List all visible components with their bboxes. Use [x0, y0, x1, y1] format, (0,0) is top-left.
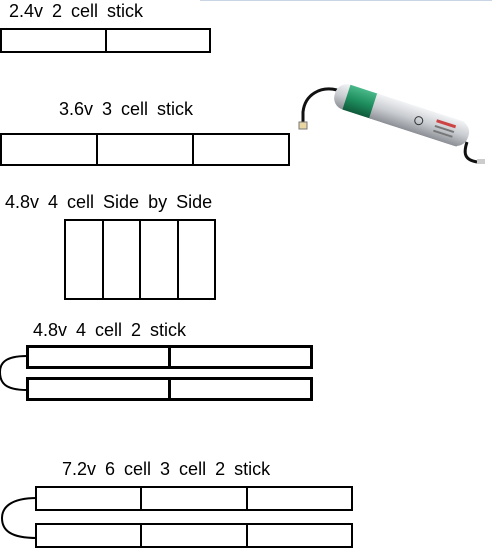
- cell: [98, 135, 194, 164]
- label-4-cell-side-by-side: 4.8v 4 cell Side by Side: [5, 192, 213, 212]
- label-2-cell-stick: 2.4v 2 cell stick: [9, 1, 144, 21]
- cell: [141, 221, 179, 298]
- pack-6-cell-bottom: [35, 523, 353, 548]
- cell: [104, 221, 141, 298]
- cell: [194, 135, 288, 164]
- cell: [29, 348, 171, 366]
- cell: [171, 348, 310, 366]
- cell: [248, 525, 351, 546]
- cell: [107, 30, 210, 51]
- pack-3-cell-stick: [0, 133, 290, 166]
- cell: [142, 488, 248, 509]
- cell: [171, 380, 310, 398]
- label-3-cell-stick: 3.6v 3 cell stick: [59, 99, 194, 119]
- top-rule: [200, 0, 492, 1]
- wire-connector: [0, 355, 28, 391]
- battery-stick-photo-icon: [291, 72, 487, 167]
- label-6-cell-2-stick: 7.2v 6 cell 3 cell 2 stick: [62, 459, 271, 479]
- cell: [66, 221, 104, 298]
- cell: [37, 488, 143, 509]
- label-4-cell-2-stick: 4.8v 4 cell 2 stick: [33, 320, 187, 340]
- pack-4-cell-side-by-side: [64, 219, 216, 300]
- pack-2-cell-stick: [0, 28, 211, 53]
- pack-6-cell-top: [35, 486, 353, 511]
- cell: [2, 30, 107, 51]
- cell: [179, 221, 215, 298]
- cell: [29, 380, 171, 398]
- cell: [142, 525, 248, 546]
- wire-connector: [0, 497, 38, 539]
- pack-4-cell-2-stick-bottom: [26, 377, 313, 401]
- cell: [37, 525, 143, 546]
- cell: [2, 135, 98, 164]
- pack-4-cell-2-stick-top: [26, 345, 313, 369]
- cell: [248, 488, 351, 509]
